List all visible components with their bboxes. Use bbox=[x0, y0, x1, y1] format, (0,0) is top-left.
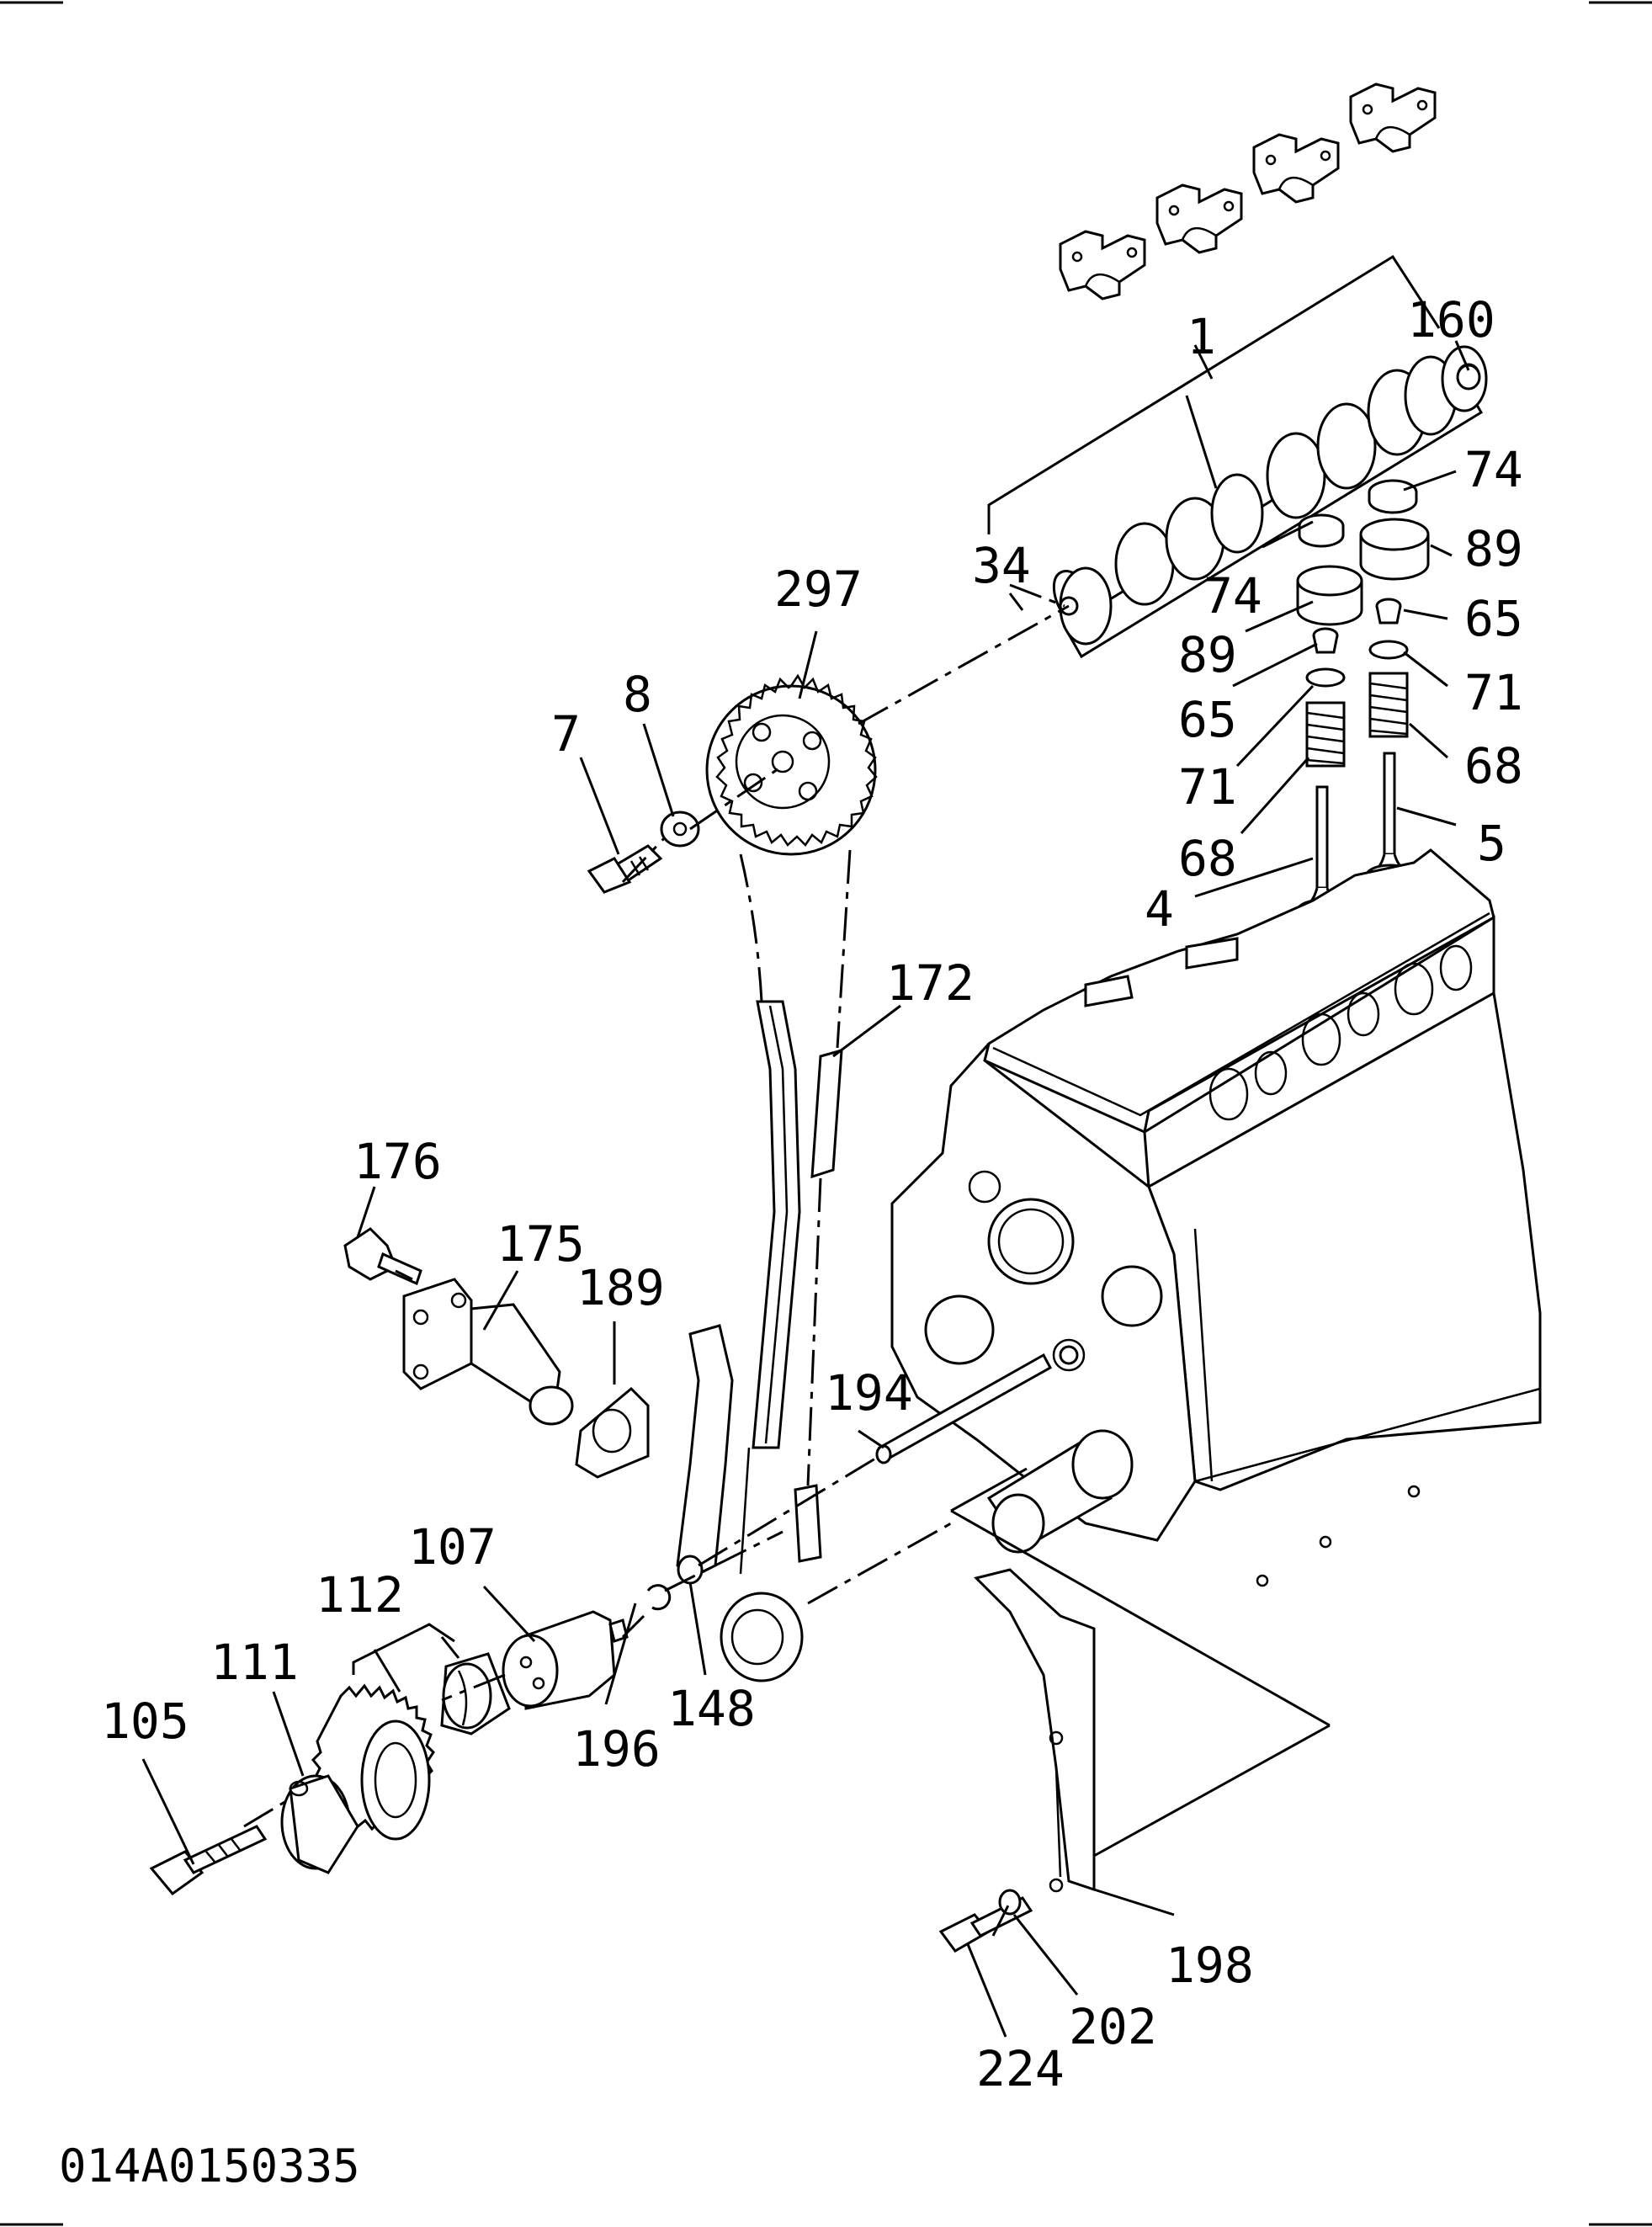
chain-guide bbox=[938, 1568, 1096, 1953]
camshaft bbox=[1052, 345, 1488, 659]
callout-74-upper: 74 bbox=[1464, 441, 1523, 498]
callout-189: 189 bbox=[576, 1259, 665, 1316]
callout-111: 111 bbox=[210, 1634, 299, 1691]
callout-194: 194 bbox=[825, 1364, 913, 1422]
timing-chain bbox=[739, 849, 852, 1575]
callout-65-upper: 65 bbox=[1464, 590, 1523, 647]
callout-74-lower: 74 bbox=[1203, 567, 1262, 625]
callout-8: 8 bbox=[623, 666, 652, 723]
callout-labels: 1 160 74 74 89 89 65 65 71 71 68 68 5 4 … bbox=[101, 291, 1523, 2097]
tensioner-lever bbox=[676, 1324, 734, 1585]
callout-4: 4 bbox=[1145, 880, 1174, 938]
tensioner-shaft bbox=[698, 1353, 1053, 1567]
callout-176: 176 bbox=[353, 1133, 442, 1190]
washer-and-bolt bbox=[587, 811, 700, 894]
callout-105: 105 bbox=[101, 1693, 189, 1750]
valve-train bbox=[1296, 479, 1430, 923]
callout-65-lower: 65 bbox=[1178, 691, 1237, 748]
bearing-caps bbox=[1059, 82, 1437, 300]
callout-5: 5 bbox=[1477, 815, 1506, 872]
crankshaft-sprocket bbox=[720, 1429, 1134, 1682]
callout-34: 34 bbox=[972, 537, 1031, 594]
plug-part-160 bbox=[1456, 364, 1481, 391]
drawing-code: 014A0150335 bbox=[59, 2139, 360, 2192]
callout-297: 297 bbox=[774, 561, 863, 618]
callout-68-lower: 68 bbox=[1178, 830, 1237, 887]
phantom-lines bbox=[243, 583, 1331, 1937]
callout-202: 202 bbox=[1069, 1998, 1157, 2055]
bracket-item-112 bbox=[352, 1623, 460, 1693]
callout-71-lower: 71 bbox=[1178, 758, 1237, 816]
callout-112: 112 bbox=[316, 1566, 404, 1624]
callout-71-upper: 71 bbox=[1464, 664, 1523, 721]
callout-89-lower: 89 bbox=[1178, 626, 1237, 683]
callout-148: 148 bbox=[667, 1680, 756, 1737]
callout-224: 224 bbox=[976, 2040, 1065, 2097]
camshaft-sprocket bbox=[705, 673, 878, 856]
callout-1: 1 bbox=[1187, 308, 1216, 365]
callout-107: 107 bbox=[408, 1518, 497, 1576]
bracket-item-1 bbox=[987, 254, 1441, 534]
callout-172: 172 bbox=[886, 954, 975, 1012]
callout-196: 196 bbox=[572, 1720, 661, 1778]
callout-175: 175 bbox=[497, 1215, 585, 1273]
leader-lines bbox=[141, 340, 1470, 2038]
callout-198: 198 bbox=[1166, 1937, 1254, 1994]
engine-block bbox=[890, 848, 1542, 1587]
snap-ring bbox=[646, 1584, 672, 1611]
callout-68-upper: 68 bbox=[1464, 737, 1523, 795]
chain-tensioner-assembly bbox=[343, 1227, 650, 1479]
callout-7: 7 bbox=[551, 705, 581, 763]
callout-89-upper: 89 bbox=[1464, 520, 1523, 577]
callout-160: 160 bbox=[1407, 291, 1495, 348]
